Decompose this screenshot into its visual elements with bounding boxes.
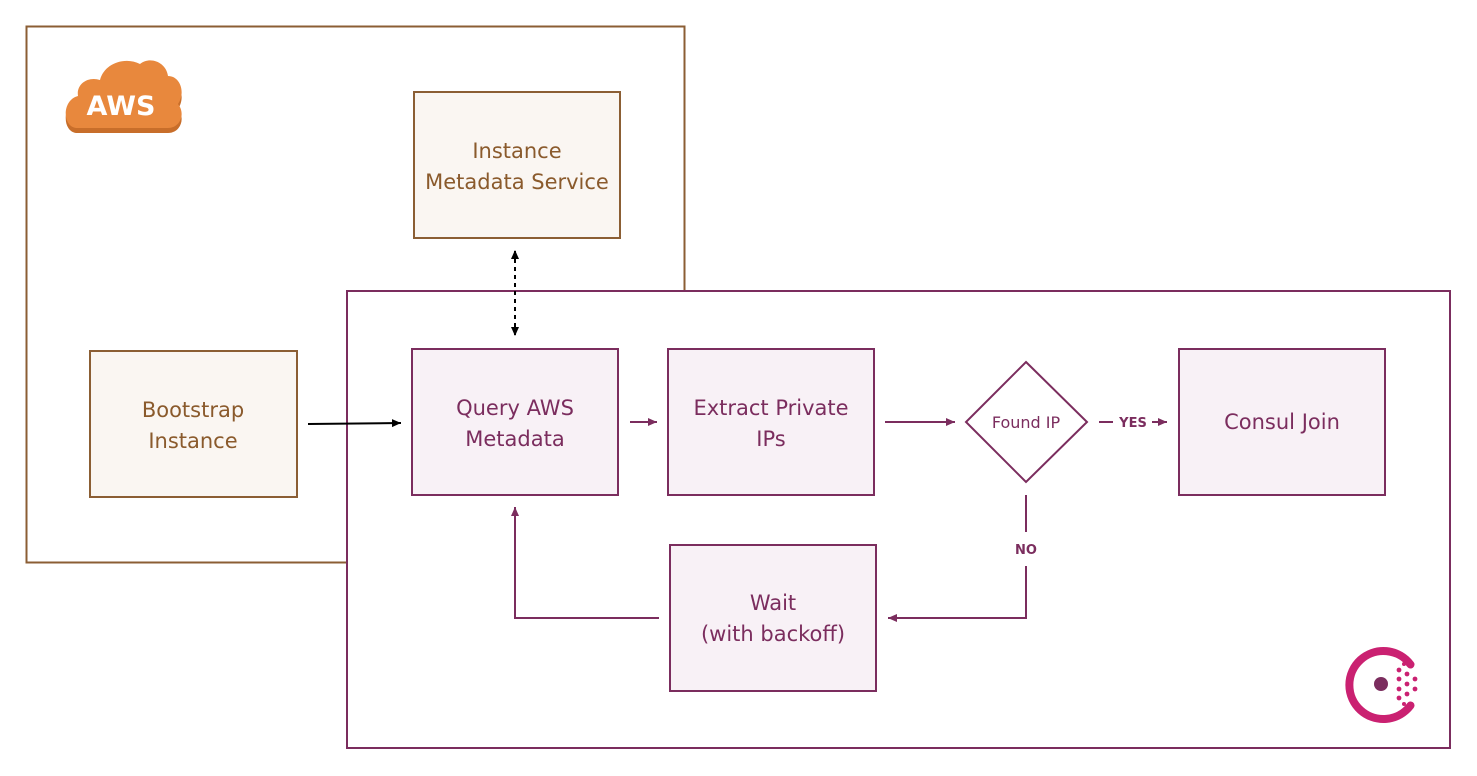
query-metadata-line2: Metadata	[465, 427, 564, 451]
wait-line1: Wait	[750, 591, 796, 615]
bootstrap-instance-node: Bootstrap Instance	[89, 350, 298, 498]
consul-logo-icon	[1345, 647, 1418, 723]
yes-label: YES	[1118, 416, 1147, 431]
bootstrap-line1: Bootstrap	[142, 398, 244, 422]
aws-logo-text: AWS	[87, 91, 156, 122]
extract-ips-line2: IPs	[756, 427, 785, 451]
no-label: NO	[1015, 543, 1037, 558]
bootstrap-to-query-arrow	[307, 419, 402, 428]
wait-to-query-arrow	[511, 507, 659, 619]
found-ip-decision: Found IP	[964, 360, 1089, 484]
consul-join-node: Consul Join	[1178, 348, 1386, 496]
metadata-service-line1: Instance	[472, 139, 561, 163]
metadata-service-line2: Metadata Service	[425, 170, 609, 194]
query-metadata-node: Query AWS Metadata	[411, 348, 619, 496]
query-metadata-line1: Query AWS	[456, 396, 574, 420]
no-to-wait-arrow	[888, 566, 1027, 622]
consul-join-label: Consul Join	[1224, 410, 1340, 434]
extract-ips-line1: Extract Private	[693, 396, 848, 420]
bootstrap-line2: Instance	[148, 429, 237, 453]
wait-node: Wait (with backoff)	[669, 544, 877, 692]
extract-ips-node: Extract Private IPs	[667, 348, 875, 496]
metadata-service-node: Instance Metadata Service	[413, 91, 621, 239]
found-ip-label: Found IP	[992, 413, 1061, 432]
wait-line2: (with backoff)	[701, 622, 845, 646]
aws-cloud-icon: AWS	[65, 60, 182, 133]
